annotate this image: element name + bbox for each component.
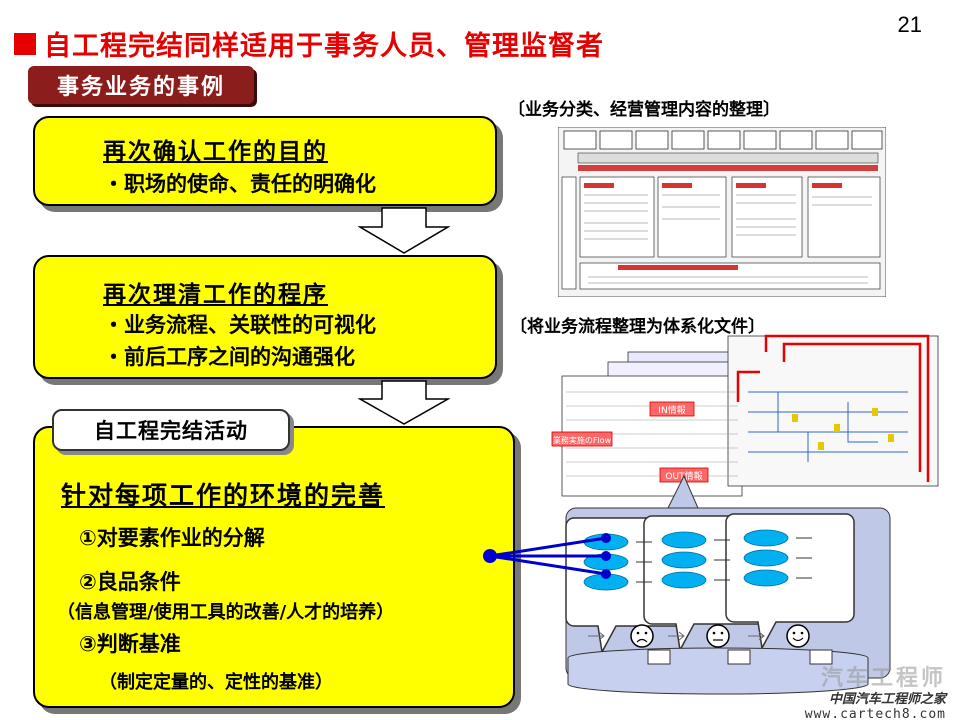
title-text: 自工程完结同样适用于事务人员、管理监督者 (44, 31, 604, 62)
connector-dot-icon (483, 549, 497, 563)
activity-item-1: ①对要素作业的分解 (79, 526, 265, 550)
section-tag: 事务业务的事例 (28, 66, 254, 104)
activity-box: 针对每项工作的环境的完善 ①对要素作业的分解 ②良品条件 （信息管理/使用工具的… (33, 426, 515, 708)
in-info-label: IN情報 (658, 404, 685, 416)
title-bullet-icon (14, 32, 36, 55)
page-number: 21 (897, 12, 922, 37)
watermark-url: www.cartech8.com (804, 707, 946, 720)
down-arrow-icon (358, 380, 450, 425)
purpose-box: 再次确认工作的目的 ・职场的使命、责任的明确化 (33, 116, 497, 206)
flow-side-tag: 業務実施のFlow (553, 435, 612, 445)
down-arrow-icon (358, 207, 450, 254)
activity-item-2: ②良品条件 (79, 570, 181, 594)
top-figure-caption: 〔业务分类、经营管理内容的整理〕 (508, 100, 780, 120)
procedure-line-2: ・前后工序之间的沟通强化 (103, 345, 355, 369)
section-tag-label: 事务业务的事例 (56, 75, 225, 100)
activity-item-3-detail: （制定定量的、定性的基准） (99, 672, 333, 693)
activity-heading: 针对每项工作的环境的完善 (61, 481, 386, 510)
watermark-brand: 中国汽车工程师之家 (828, 692, 946, 707)
procedure-heading: 再次理清工作的程序 (103, 282, 328, 308)
activity-item-3: ③判断基准 (79, 632, 181, 656)
purpose-line-1: ・职场的使命、责任的明确化 (103, 172, 376, 196)
activity-item-2-detail: （信息管理/使用工具的改善/人才的培养） (57, 602, 395, 623)
watermark: 汽车工程师 中国汽车工程师之家 www.cartech8.com (805, 660, 946, 720)
slide-title: 自工程完结同样适用于事务人员、管理监督者 (14, 24, 604, 63)
business-flow-diagram: IN情報 OUT情報 業務実施のFlow (551, 334, 939, 695)
watermark-faded-text: 汽车工程师 (820, 666, 946, 691)
activity-label: 自工程完结活动 (52, 409, 290, 451)
connector-lines (483, 533, 611, 579)
bottom-figure-caption: 〔将业务流程整理为体系化文件〕 (510, 317, 765, 337)
purpose-heading: 再次确认工作的目的 (103, 139, 328, 165)
procedure-line-1: ・业务流程、关联性的可视化 (103, 313, 376, 337)
business-classification-diagram (558, 127, 886, 297)
procedure-box: 再次理清工作的程序 ・业务流程、关联性的可视化 ・前后工序之间的沟通强化 (33, 255, 497, 379)
